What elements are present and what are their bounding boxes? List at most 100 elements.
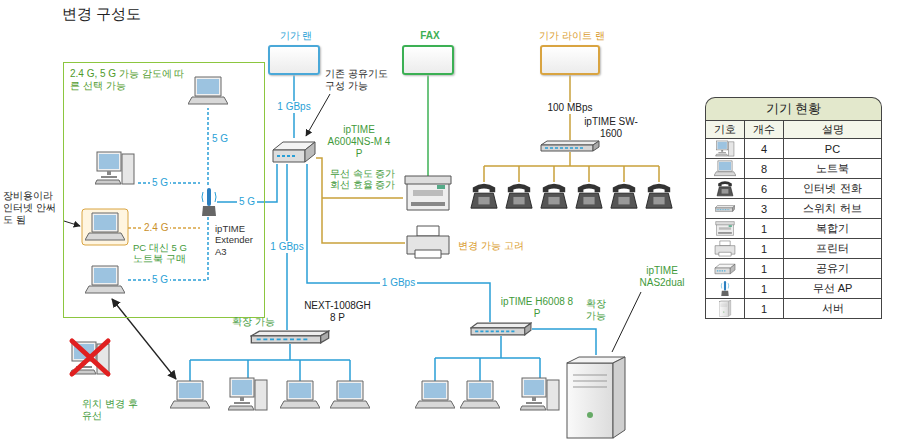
- device-icon: [715, 241, 735, 256]
- device-icon: [717, 181, 733, 196]
- table-cell-text: 프린터: [816, 242, 849, 254]
- table-cell-text: 1: [761, 263, 767, 275]
- table-cell: [706, 239, 745, 259]
- annotation-label: 5 G: [150, 274, 170, 286]
- annotation-label: PC 대신 5 G 노트북 구매: [133, 242, 195, 265]
- annotation-label: 기존 공유기도 구성 가능: [325, 68, 397, 92]
- table-cell-text: 1: [761, 283, 767, 295]
- node-label: NEXT-1008GH 8 P: [300, 300, 375, 324]
- table-cell: 복합기: [784, 219, 882, 239]
- table-icon: [714, 300, 736, 317]
- annotation-label: 변경 가능 고려: [458, 240, 524, 252]
- table-row: 6인터넷 전화: [706, 179, 882, 199]
- table-icon: [714, 280, 736, 297]
- annotation-label: 무선 속도 증가 회선 효율 증가: [330, 168, 402, 191]
- annotation-label: 위치 변경 후 유선: [82, 398, 144, 422]
- edge-label: 100 MBps: [545, 102, 594, 114]
- nas-server-shape: [565, 355, 627, 440]
- switch-hub-shape: [470, 322, 532, 336]
- device-icon: [719, 300, 731, 316]
- table-row: 1공유기: [706, 259, 882, 279]
- table-icon: [714, 180, 736, 197]
- wireless-extender-icon: [202, 188, 216, 216]
- table-row: 1 프린터: [706, 239, 882, 259]
- node-label: 기가 랜: [251, 30, 341, 42]
- edge-label: 5 G: [237, 196, 257, 208]
- table-cell: 1: [745, 219, 784, 239]
- table-cell: 6: [745, 179, 784, 199]
- table-cell: [706, 259, 745, 279]
- table-cell-text: 1: [761, 303, 767, 315]
- table-row: 8 노트북: [706, 159, 882, 179]
- table-cell-text: 노트북: [816, 162, 849, 174]
- annotation-label: 장비용이라 인터넷 안써도 됨: [3, 190, 61, 226]
- table-cell: [706, 179, 745, 199]
- table-icon: [714, 140, 736, 157]
- table-cell: PC: [784, 139, 882, 159]
- node-label: FAX: [385, 30, 475, 42]
- table-cell-text: PC: [825, 143, 840, 155]
- annotation-label: 5 G: [150, 177, 170, 189]
- table-cell: 8: [745, 159, 784, 179]
- table-cell: 스위치 허브: [784, 199, 882, 219]
- table-row: 3 스위치 허브: [706, 199, 882, 219]
- node-label: 기가 라이트 랜: [527, 30, 617, 42]
- table-row: 4 PC: [706, 139, 882, 159]
- connector: [532, 329, 596, 355]
- modem-box: 기가 라이트 랜: [540, 45, 600, 75]
- edge-label: 1 GBps: [380, 277, 417, 289]
- annotation-label: 5 G: [212, 133, 228, 145]
- diagram-title: 변경 구성도: [62, 5, 141, 24]
- table-cell-text: 개수: [753, 123, 775, 135]
- table-cell: [706, 219, 745, 239]
- table-cell: 4: [745, 139, 784, 159]
- table-cell: 1: [745, 279, 784, 299]
- table-header: 기기 현황: [705, 97, 882, 120]
- table-icon: [714, 260, 736, 277]
- table-cell: [706, 199, 745, 219]
- node-label: ipTIME H6008 8 P: [498, 296, 576, 320]
- table-cell-text: 1: [761, 223, 767, 235]
- node-label: ipTIME A6004NS-M 4 P: [327, 124, 391, 160]
- node-label: ipTIME SW-1600: [584, 116, 638, 140]
- switch-hub-icon: [471, 323, 531, 335]
- wireless-extender: ipTIME Extender A3: [201, 186, 217, 218]
- switch-hub-icon: [251, 331, 328, 343]
- table-icon: [714, 220, 736, 237]
- table-cell: 프린터: [784, 239, 882, 259]
- table-icon: [714, 240, 736, 257]
- table-icon: [714, 160, 736, 177]
- router-shape: [271, 138, 317, 164]
- node-label: 2.4 G, 5 G 가능 감도에 따른 선택 가능: [70, 68, 185, 92]
- switch-hub: ipTIME H6008 8 P: [470, 322, 532, 336]
- router: ipTIME A6004NS-M 4 P: [271, 138, 317, 164]
- device-icon: [721, 281, 728, 296]
- device-icon: [715, 264, 735, 274]
- table-row: 기호개수설명: [706, 121, 882, 139]
- table-cell: [706, 159, 745, 179]
- annotation-label: 확장 가능: [232, 316, 275, 328]
- table-cell: 1: [745, 259, 784, 279]
- table-cell: 1: [745, 239, 784, 259]
- table-cell: 인터넷 전화: [784, 179, 882, 199]
- table-cell: 서버: [784, 299, 882, 319]
- table-cell: 기호: [706, 121, 745, 139]
- table-cell-text: 스위치 허브: [803, 202, 861, 214]
- table-cell-text: 서버: [822, 302, 844, 314]
- table-cell-text: 3: [761, 203, 767, 215]
- table-row: 1 복합기: [706, 219, 882, 239]
- device-table: 기기 현황기호개수설명4PC8노트북6인터넷 전화3스위치 허브1복합기1프린터…: [705, 97, 882, 319]
- table-cell: 무선 AP: [784, 279, 882, 299]
- annotation-label: 확장 가능: [586, 298, 616, 322]
- edge-label: 1 GBps: [268, 241, 305, 253]
- annotation-label: 2.4 G: [142, 222, 170, 234]
- table-cell: [706, 279, 745, 299]
- table-cell-text: 4: [761, 143, 767, 155]
- nas-server-icon: [567, 357, 625, 438]
- node-label: ipTIME Extender A3: [215, 223, 263, 257]
- switch-hub-shape: [250, 330, 330, 344]
- table-cell: 개수: [745, 121, 784, 139]
- table-icon: [714, 200, 736, 217]
- table-cell: 3: [745, 199, 784, 219]
